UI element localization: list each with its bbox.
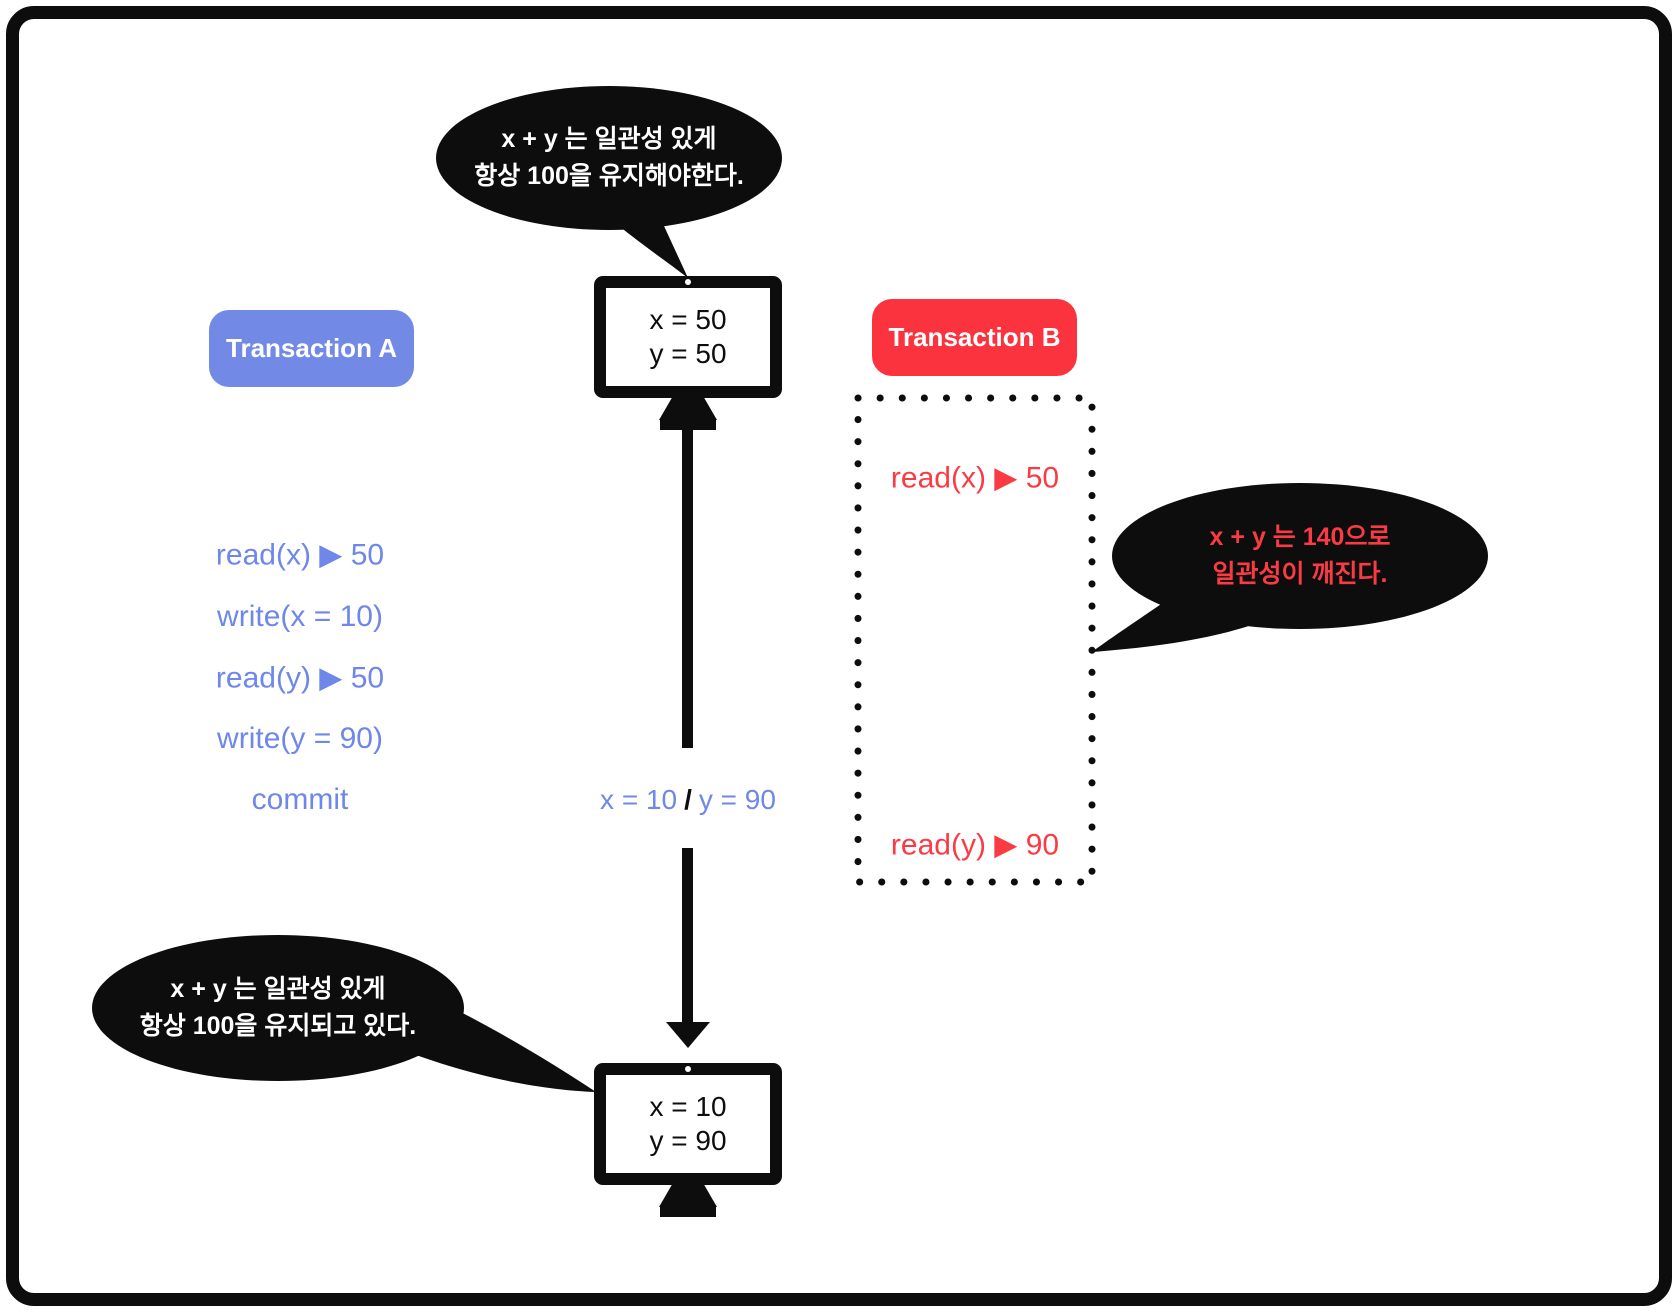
monitor-stand-base <box>660 420 716 430</box>
badge-transaction-b: Transaction B <box>872 299 1077 376</box>
monitor-stand-neck <box>659 398 717 420</box>
bubble-bottom-left-line-1: x + y 는 일관성 있게 <box>170 975 386 1003</box>
arrowhead-down-icon <box>666 1022 710 1048</box>
monitor-top-screen: x = 50 y = 50 <box>594 276 782 398</box>
monitor-bottom-screen: x = 10 y = 90 <box>594 1063 782 1185</box>
badge-transaction-a-label: Transaction A <box>226 333 397 363</box>
bubble-right-line-2: 일관성이 깨진다. <box>1212 560 1388 588</box>
speech-bubble-bottom-left-text: x + y 는 일관성 있게 항상 100을 유지되고 있다. <box>140 971 417 1045</box>
timeline-line-upper <box>682 430 693 748</box>
timeline-line-lower <box>682 848 693 1025</box>
speech-bubble-top-text: x + y 는 일관성 있게 항상 100을 유지해야한다. <box>474 121 744 195</box>
bubble-top-line-1: x + y 는 일관성 있게 <box>501 125 717 153</box>
transaction-b-operation-read-x: read(x) ▶ 50 <box>890 461 1060 495</box>
badge-transaction-a: Transaction A <box>209 310 414 387</box>
bubble-top-line-2: 항상 100을 유지해야한다. <box>474 162 744 190</box>
monitor-bottom-line-2: y = 90 <box>649 1125 727 1156</box>
monitor-top-line-2: y = 50 <box>649 338 727 369</box>
badge-transaction-b-label: Transaction B <box>888 322 1061 352</box>
monitor-stand-base <box>660 1207 716 1217</box>
transaction-a-operation-commit: commit <box>251 783 349 816</box>
bubble-right-line-1: x + y 는 140으로 <box>1209 523 1391 551</box>
monitor-bottom-line-1: x = 10 <box>649 1091 727 1122</box>
webcam-dot-icon <box>685 279 691 285</box>
transaction-b-dotted-box <box>854 394 1096 886</box>
transaction-b-operation-read-y: read(y) ▶ 90 <box>890 828 1060 862</box>
transaction-a-operation-write-x: write(x = 10) <box>217 600 383 633</box>
monitor-top: x = 50 y = 50 <box>594 276 782 430</box>
webcam-dot-icon <box>685 1066 691 1072</box>
transaction-a-operation-read-x: read(x) ▶ 50 <box>215 538 385 572</box>
speech-bubble-right-shape <box>1092 483 1488 652</box>
monitor-top-line-1: x = 50 <box>649 304 727 335</box>
arrow-label-y: y = 90 <box>698 784 776 815</box>
monitor-bottom: x = 10 y = 90 <box>594 1063 782 1217</box>
timeline-committed-values-label: x = 10/y = 90 <box>600 784 776 816</box>
monitor-stand-neck <box>659 1185 717 1207</box>
arrow-label-slash: / <box>684 784 692 815</box>
arrow-label-x: x = 10 <box>600 784 678 815</box>
speech-bubble-right-text: x + y 는 140으로 일관성이 깨진다. <box>1210 519 1391 593</box>
transaction-a-operation-write-y: write(y = 90) <box>217 722 383 755</box>
speech-bubble-bottom-left-shape <box>92 935 596 1092</box>
speech-bubble-top-shape <box>436 86 782 278</box>
transaction-a-operation-read-y: read(y) ▶ 50 <box>215 661 385 695</box>
bubble-bottom-left-line-2: 항상 100을 유지되고 있다. <box>139 1012 417 1040</box>
